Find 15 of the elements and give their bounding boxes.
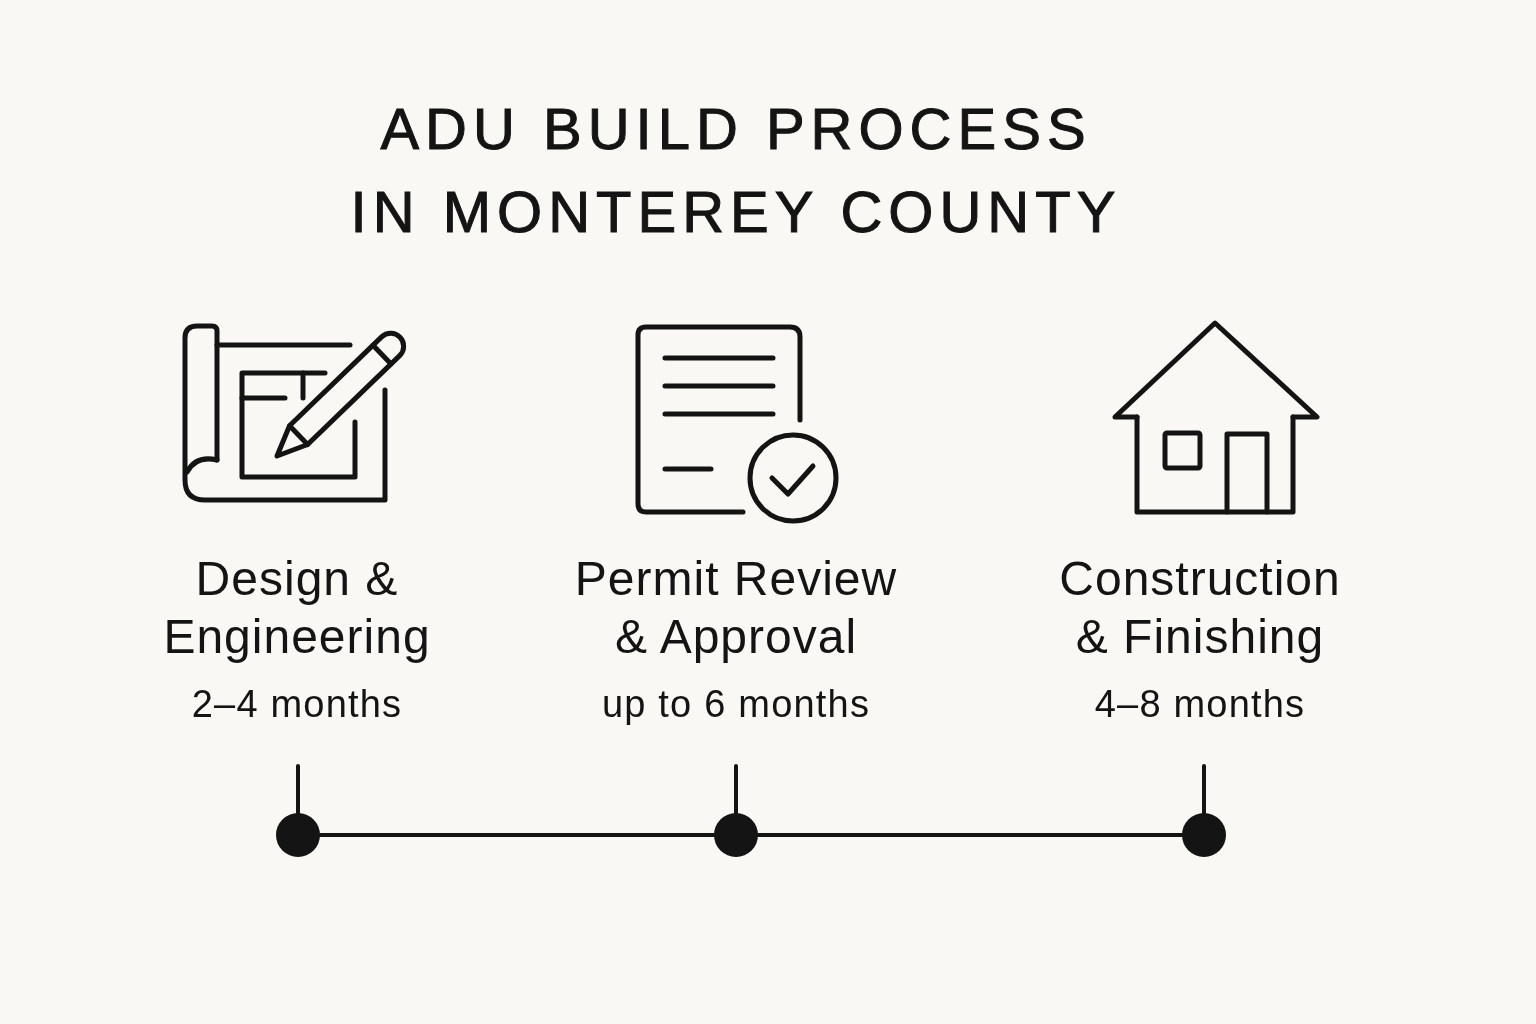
timeline-line (318, 833, 716, 837)
duration-label: 2–4 months (191, 682, 403, 726)
page-title: ADU BUILD PROCESS IN MONTEREY COUNTY (350, 95, 1122, 246)
duration-label: 4–8 months (1094, 682, 1306, 726)
step-title: Construction & Finishing (1058, 551, 1342, 665)
timeline-dot (276, 813, 320, 857)
step-title: Permit Review & Approval (574, 551, 898, 665)
timeline-dot (714, 813, 758, 857)
tick-line (296, 764, 300, 815)
step-title: Design & Engineering (162, 551, 432, 665)
tick-line (1202, 764, 1206, 815)
timeline-dot (1182, 813, 1226, 857)
timeline-line (756, 833, 1184, 837)
duration-label: up to 6 months (601, 682, 871, 726)
tick-line (734, 764, 738, 815)
